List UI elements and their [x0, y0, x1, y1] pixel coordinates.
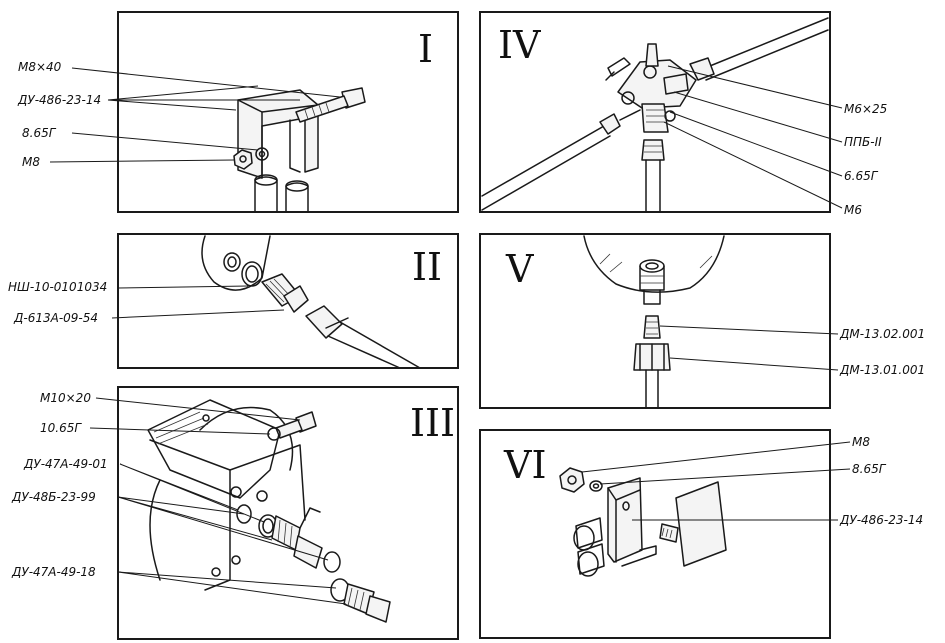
leader-dm-13-01-001: [669, 357, 839, 371]
union-fitting-part: [261, 273, 309, 313]
panel-3-numeral: III: [410, 401, 455, 445]
leader-8-65g-a: [71, 132, 259, 151]
bolt-part-6: [659, 523, 679, 543]
brake-tube-part: [481, 17, 829, 211]
mounting-plate-part: [675, 481, 727, 567]
panel-5-frame: [479, 233, 831, 409]
bolt-m10-part: [267, 411, 317, 441]
leader-du-47a-49-18: [117, 571, 347, 605]
pressure-switch-part: [605, 43, 697, 133]
leader-10-65g: [89, 427, 271, 435]
tank-body-part: [583, 235, 725, 293]
label-nsh-10-0101034: НШ-10-0101034: [8, 280, 107, 294]
panel-2: II НШ-10-0101034 Д-613А-09-54: [8, 233, 459, 369]
label-8-65g-b: 8.65Г: [852, 462, 887, 476]
label-m10x20: М10×20: [40, 391, 91, 405]
label-m6: М6: [844, 203, 862, 217]
panel-5: V ДМ-13.02.001 ДМ-13.01.001: [479, 233, 925, 409]
panel-6-frame: [479, 429, 831, 639]
label-du-47a-49-01: ДУ-47А-49-01: [23, 457, 108, 471]
leader-du-47a-49-01: [119, 463, 265, 523]
leader-m6: [663, 121, 843, 209]
leader-m6x25: [667, 65, 843, 109]
label-du-48b-23-99: ДУ-48Б-23-99: [11, 490, 96, 504]
leader-m8-a: [49, 159, 235, 163]
panel-6: VI М8: [479, 429, 923, 639]
tank-outlet-part: [639, 259, 665, 305]
label-d-613a-09-54: Д-613А-09-54: [13, 311, 98, 325]
label-du-47a-49-18: ДУ-47А-49-18: [11, 565, 96, 579]
leader-nsh-10-0101034: [117, 285, 249, 289]
leader-ppb-ii: [673, 91, 843, 143]
label-dm-13-02-001: ДМ-13.02.001: [839, 327, 925, 341]
label-du-486-23-14-b: ДУ-486-23-14: [839, 513, 923, 527]
valve-housing-part: [147, 399, 306, 591]
leader-m10x20: [95, 397, 301, 421]
nut-washer-part-6: [559, 467, 603, 493]
nipple-part: [643, 315, 661, 339]
label-dm-13-01-001: ДМ-13.01.001: [839, 363, 925, 377]
label-m8-b: М8: [852, 435, 870, 449]
panel-4: IV М6×25 ППБ-I: [479, 11, 887, 217]
panel-6-numeral: VI: [503, 443, 546, 487]
label-m8-a: М8: [22, 155, 40, 169]
panel-5-numeral: V: [505, 247, 534, 291]
rods-part: [254, 174, 309, 213]
panel-1-numeral: I: [418, 27, 433, 71]
leader-du-486-23-14-a: [107, 85, 300, 111]
leader-m8x40: [71, 67, 341, 98]
nut-washer-part: [233, 147, 269, 170]
leader-dm-13-02-001: [659, 325, 839, 335]
tube-nut-part: [305, 305, 421, 369]
panel-4-frame: [479, 11, 831, 213]
panel-3-frame: [117, 386, 459, 640]
label-du-486-23-14-a: ДУ-486-23-14: [17, 93, 101, 107]
rods-part-6: [573, 517, 605, 577]
bracket-part-6: [607, 477, 657, 567]
panel-2-frame: [117, 233, 459, 369]
pump-housing-part: [201, 235, 271, 291]
leader-6-65g: [669, 111, 843, 177]
label-10-65g: 10.65Г: [40, 421, 82, 435]
label-8-65g-a: 8.65Г: [22, 126, 57, 140]
union-nut-part: [633, 343, 671, 409]
panel-3: III: [11, 386, 459, 640]
label-m8x40: М8×40: [18, 60, 62, 74]
panel-1: I М8×40: [17, 11, 459, 213]
leader-du-48b-23-99: [117, 496, 329, 561]
panel-2-numeral: II: [412, 245, 442, 289]
label-m6x25: М6×25: [844, 102, 887, 116]
seal-ring-part: [241, 261, 263, 287]
leader-m8-b: [581, 441, 851, 473]
bolt-part: [295, 87, 366, 123]
leader-d-613a-09-54: [111, 309, 285, 319]
panel-4-numeral: IV: [498, 23, 541, 67]
label-6-65g: 6.65Г: [844, 169, 879, 183]
vertical-fitting-part: [641, 139, 665, 213]
leader-8-65g-b: [599, 468, 851, 485]
fittings-chain-part: [236, 504, 391, 623]
label-ppb-ii: ППБ-II: [844, 135, 882, 149]
panel-1-frame: [117, 11, 459, 213]
